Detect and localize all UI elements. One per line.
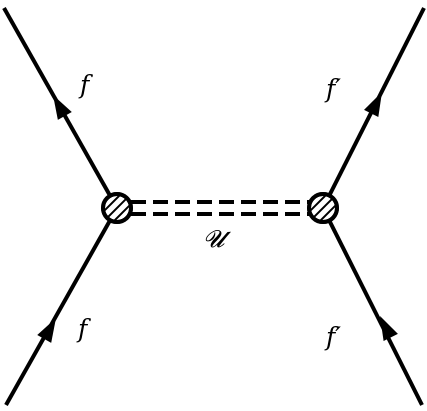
label-bottom-left: f: [76, 314, 91, 343]
arrow-bottom-right-icon: [380, 316, 398, 342]
fermion-line-bottom-left: [4, 207, 119, 406]
vertex-left: [101, 192, 133, 224]
arrow-top-right-icon: [364, 92, 382, 118]
arrow-bottom-left-icon: [37, 318, 56, 343]
label-propagator: 𝓤: [203, 225, 232, 253]
label-top-left: f: [78, 70, 93, 99]
label-top-right: f′: [324, 74, 341, 103]
vertex-right: [307, 192, 339, 224]
label-bottom-right: f′: [324, 322, 341, 351]
arrow-top-left-icon: [53, 95, 72, 120]
fermion-line-bottom-right: [321, 207, 424, 406]
